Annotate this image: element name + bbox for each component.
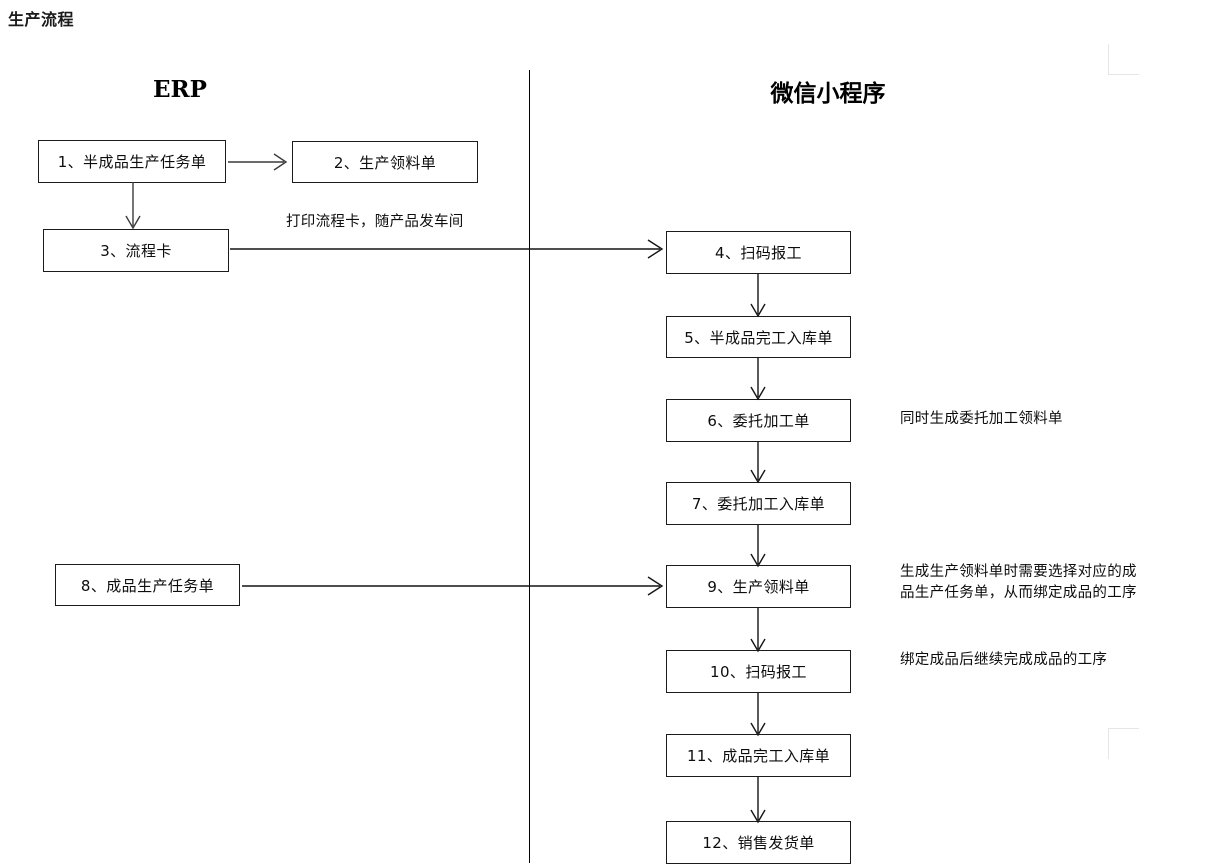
process-box-7-outsourcing-warehousing[interactable]: 7、委托加工入库单: [666, 482, 851, 525]
swimlane-divider: [529, 70, 530, 863]
process-box-5-semifinished-completion-warehousing[interactable]: 5、半成品完工入库单: [666, 316, 851, 358]
connector-4-to-5: [750, 274, 766, 318]
process-box-6-outsourcing-order[interactable]: 6、委托加工单: [666, 399, 851, 442]
page-margin-mark-top-right: [1108, 44, 1139, 75]
page-margin-mark-bottom-right: [1108, 728, 1139, 759]
process-box-9-production-picking-list[interactable]: 9、生产领料单: [666, 565, 851, 608]
connector-5-to-6: [750, 358, 766, 401]
lane-header-wechat: 微信小程序: [770, 80, 886, 107]
process-box-2-production-picking-list[interactable]: 2、生产领料单: [292, 141, 478, 183]
connector-9-to-10: [750, 608, 766, 653]
process-box-3-process-card[interactable]: 3、流程卡: [43, 229, 229, 272]
connector-1-to-2: [228, 153, 288, 171]
connector-6-to-7: [750, 442, 766, 484]
process-box-11-finished-completion-warehousing[interactable]: 11、成品完工入库单: [666, 734, 851, 777]
process-box-10-scan-code-report[interactable]: 10、扫码报工: [666, 650, 851, 693]
page-title: 生产流程: [8, 10, 75, 29]
connector-11-to-12: [750, 777, 766, 824]
process-box-1-semifinished-production-task[interactable]: 1、半成品生产任务单: [38, 140, 226, 183]
connector-3-to-4: [230, 239, 664, 259]
annotation-print-process-card: 打印流程卡，随产品发车间: [286, 214, 464, 230]
connector-8-to-9: [242, 576, 664, 596]
connector-7-to-9: [750, 525, 766, 568]
annotation-bind-then-finish-process: 绑定成品后继续完成成品的工序: [900, 652, 1108, 668]
connector-1-to-3: [125, 182, 141, 230]
annotation-generate-outsourcing-picking-list: 同时生成委托加工领料单: [900, 411, 1063, 427]
annotation-select-finished-production-task: 生成生产领料单时需要选择对应的成 品生产任务单，从而绑定成品的工序: [900, 564, 1137, 601]
process-box-12-sales-delivery-note[interactable]: 12、销售发货单: [666, 821, 851, 864]
connector-10-to-11: [750, 693, 766, 737]
process-box-8-finished-production-task[interactable]: 8、成品生产任务单: [55, 564, 240, 606]
lane-header-erp: ERP: [153, 76, 207, 103]
process-box-4-scan-code-report[interactable]: 4、扫码报工: [666, 231, 851, 274]
